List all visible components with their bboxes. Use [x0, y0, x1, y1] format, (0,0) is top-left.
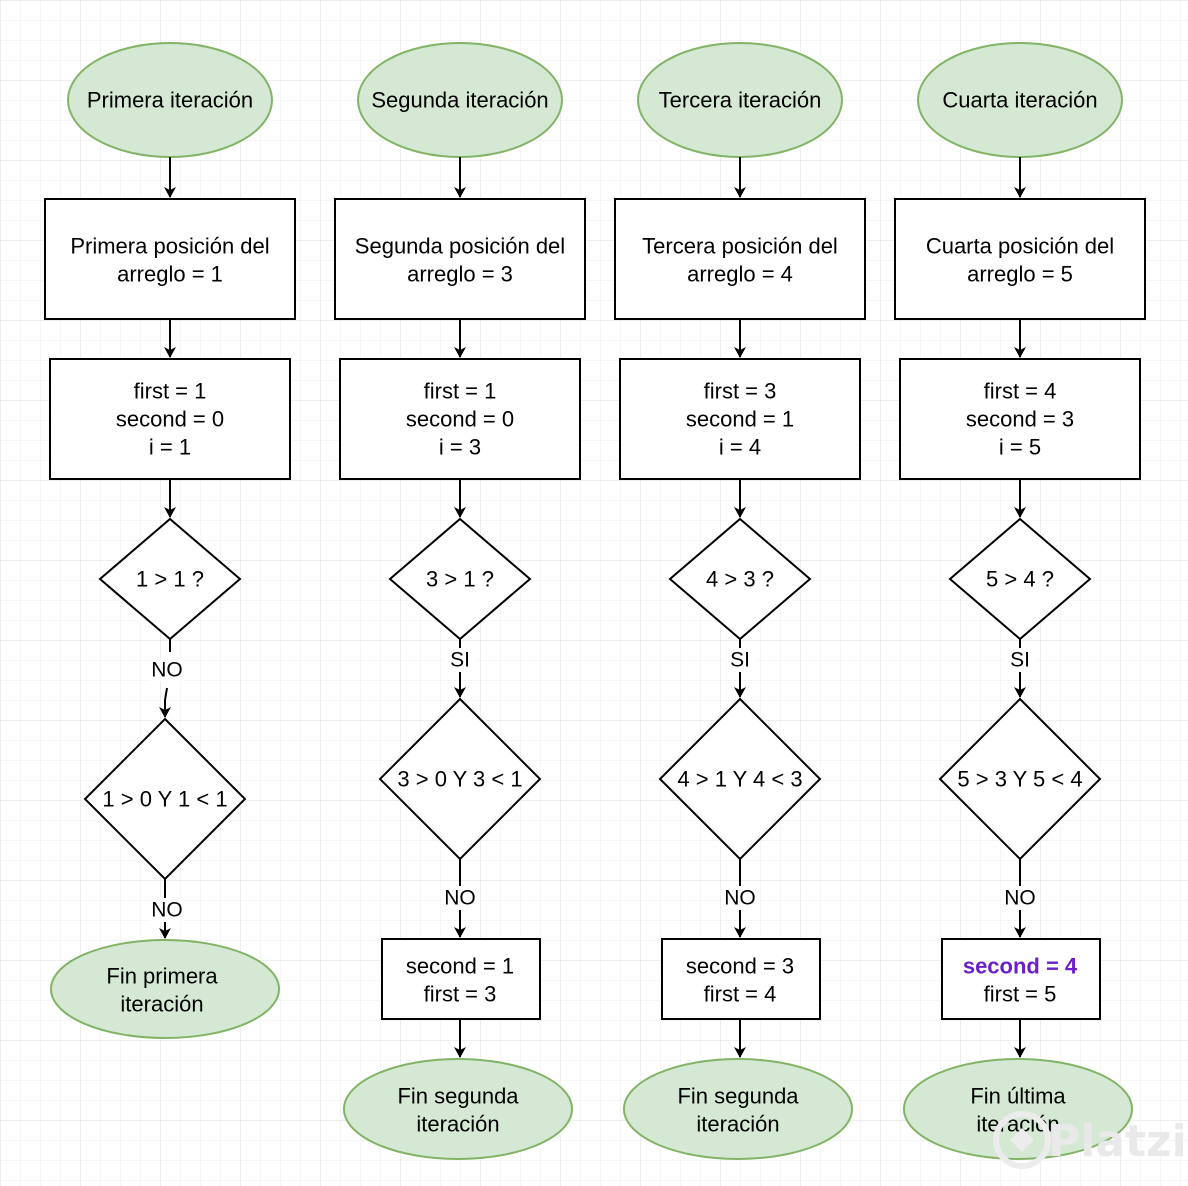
condition1-label: 3 > 1 ? [426, 567, 494, 592]
condition2-label: 3 > 0 Y 3 < 1 [397, 767, 522, 792]
state-box [899, 358, 1141, 480]
edge-label-cond1: SI [450, 649, 470, 672]
edge-label-cond2-bg [150, 898, 184, 922]
position-label-line-2: arreglo = 3 [407, 262, 513, 287]
state-label-line-3: i = 1 [149, 435, 191, 460]
watermark-text: Platzi [1048, 1116, 1187, 1167]
condition2-label: 4 > 1 Y 4 < 3 [677, 767, 802, 792]
end-label-line-1: Fin primera [106, 964, 218, 989]
start-label: Cuarta iteración [942, 88, 1097, 113]
update-label-line-1: second = 3 [686, 954, 794, 979]
state-label-line-1: first = 4 [984, 379, 1057, 404]
condition2-label: 5 > 3 Y 5 < 4 [957, 767, 1082, 792]
edge-label-cond2-bg [443, 886, 477, 910]
platzi-logo-watermark: Platzi [993, 1111, 1187, 1169]
update-box [661, 938, 821, 1020]
update-label-line-2: first = 3 [424, 982, 497, 1007]
end-ellipse [903, 1058, 1133, 1160]
edge-label-cond2: NO [724, 887, 756, 910]
state-label-line-2: second = 1 [686, 407, 794, 432]
edge-label-cond2-bg [1003, 886, 1037, 910]
position-label-line-1: Segunda posición del [355, 234, 565, 259]
end-ellipse [343, 1058, 573, 1160]
edge-label-cond1-bg [443, 648, 477, 672]
update-label-line-2: first = 5 [984, 982, 1057, 1007]
state-label-line-1: first = 1 [134, 379, 207, 404]
edge-label-cond1-bg [1003, 648, 1037, 672]
state-box [339, 358, 581, 480]
state-label-line-2: second = 0 [406, 407, 514, 432]
state-box [619, 358, 861, 480]
position-label-line-2: arreglo = 5 [967, 262, 1073, 287]
edge-label-cond1-bg [723, 648, 757, 672]
start-label: Tercera iteración [659, 88, 822, 113]
condition1-label: 4 > 3 ? [706, 567, 774, 592]
update-label-line-1: second = 4 [963, 954, 1078, 979]
state-label-line-2: second = 0 [116, 407, 224, 432]
end-ellipse [50, 939, 280, 1039]
end-label-line-1: Fin segunda [397, 1084, 519, 1109]
end-label-line-2: iteración [696, 1112, 779, 1137]
state-label-line-3: i = 3 [439, 435, 481, 460]
position-box [44, 198, 296, 320]
edge-label-cond2: NO [151, 899, 183, 922]
end-ellipse [623, 1058, 853, 1160]
position-box [614, 198, 866, 320]
position-label-line-2: arreglo = 4 [687, 262, 793, 287]
position-box [894, 198, 1146, 320]
edge-label-cond2: NO [1004, 887, 1036, 910]
iteration-column-4: Cuarta iteración 5 > 4 ? 5 > 3 Y 5 < 4 [894, 42, 1146, 1160]
edge-label-cond1: NO [151, 659, 183, 682]
edge-label-cond1-bg [150, 658, 184, 682]
end-label-line-2: iteración [416, 1112, 499, 1137]
position-label-line-1: Primera posición del [70, 234, 269, 259]
end-label-line-1: Fin segunda [677, 1084, 799, 1109]
edge-label-cond2: NO [444, 887, 476, 910]
condition1-label: 5 > 4 ? [986, 567, 1054, 592]
state-label-line-2: second = 3 [966, 407, 1074, 432]
position-label-line-2: arreglo = 1 [117, 262, 223, 287]
edge-label-cond1: SI [1010, 649, 1030, 672]
update-label-line-1: second = 1 [406, 954, 514, 979]
update-box [381, 938, 541, 1020]
state-label-line-1: first = 1 [424, 379, 497, 404]
condition1-label: 1 > 1 ? [136, 567, 204, 592]
position-label-line-1: Tercera posición del [642, 234, 838, 259]
update-label-line-2: first = 4 [704, 982, 777, 1007]
state-label-line-3: i = 5 [999, 435, 1041, 460]
start-label: Segunda iteración [371, 88, 548, 113]
edge-label-cond2-bg [723, 886, 757, 910]
position-box [334, 198, 586, 320]
edge-label-cond1: SI [730, 649, 750, 672]
position-label-line-1: Cuarta posición del [926, 234, 1114, 259]
end-label-line-1: Fin última [970, 1084, 1066, 1109]
end-label-line-2: iteración [120, 992, 203, 1017]
iteration-column-2: Segunda iteración 3 > 1 ? 3 > 0 Y 3 < 1 [334, 42, 586, 1160]
condition2-label: 1 > 0 Y 1 < 1 [102, 787, 227, 812]
arrow-cond1-to-cond2 [165, 639, 170, 717]
update-box [941, 938, 1101, 1020]
start-label: Primera iteración [87, 88, 253, 113]
state-label-line-3: i = 4 [719, 435, 761, 460]
iteration-column-1: Primera iteración 1 > 1 ? 1 > 0 Y 1 < 1 [44, 42, 296, 1039]
state-label-line-1: first = 3 [704, 379, 777, 404]
